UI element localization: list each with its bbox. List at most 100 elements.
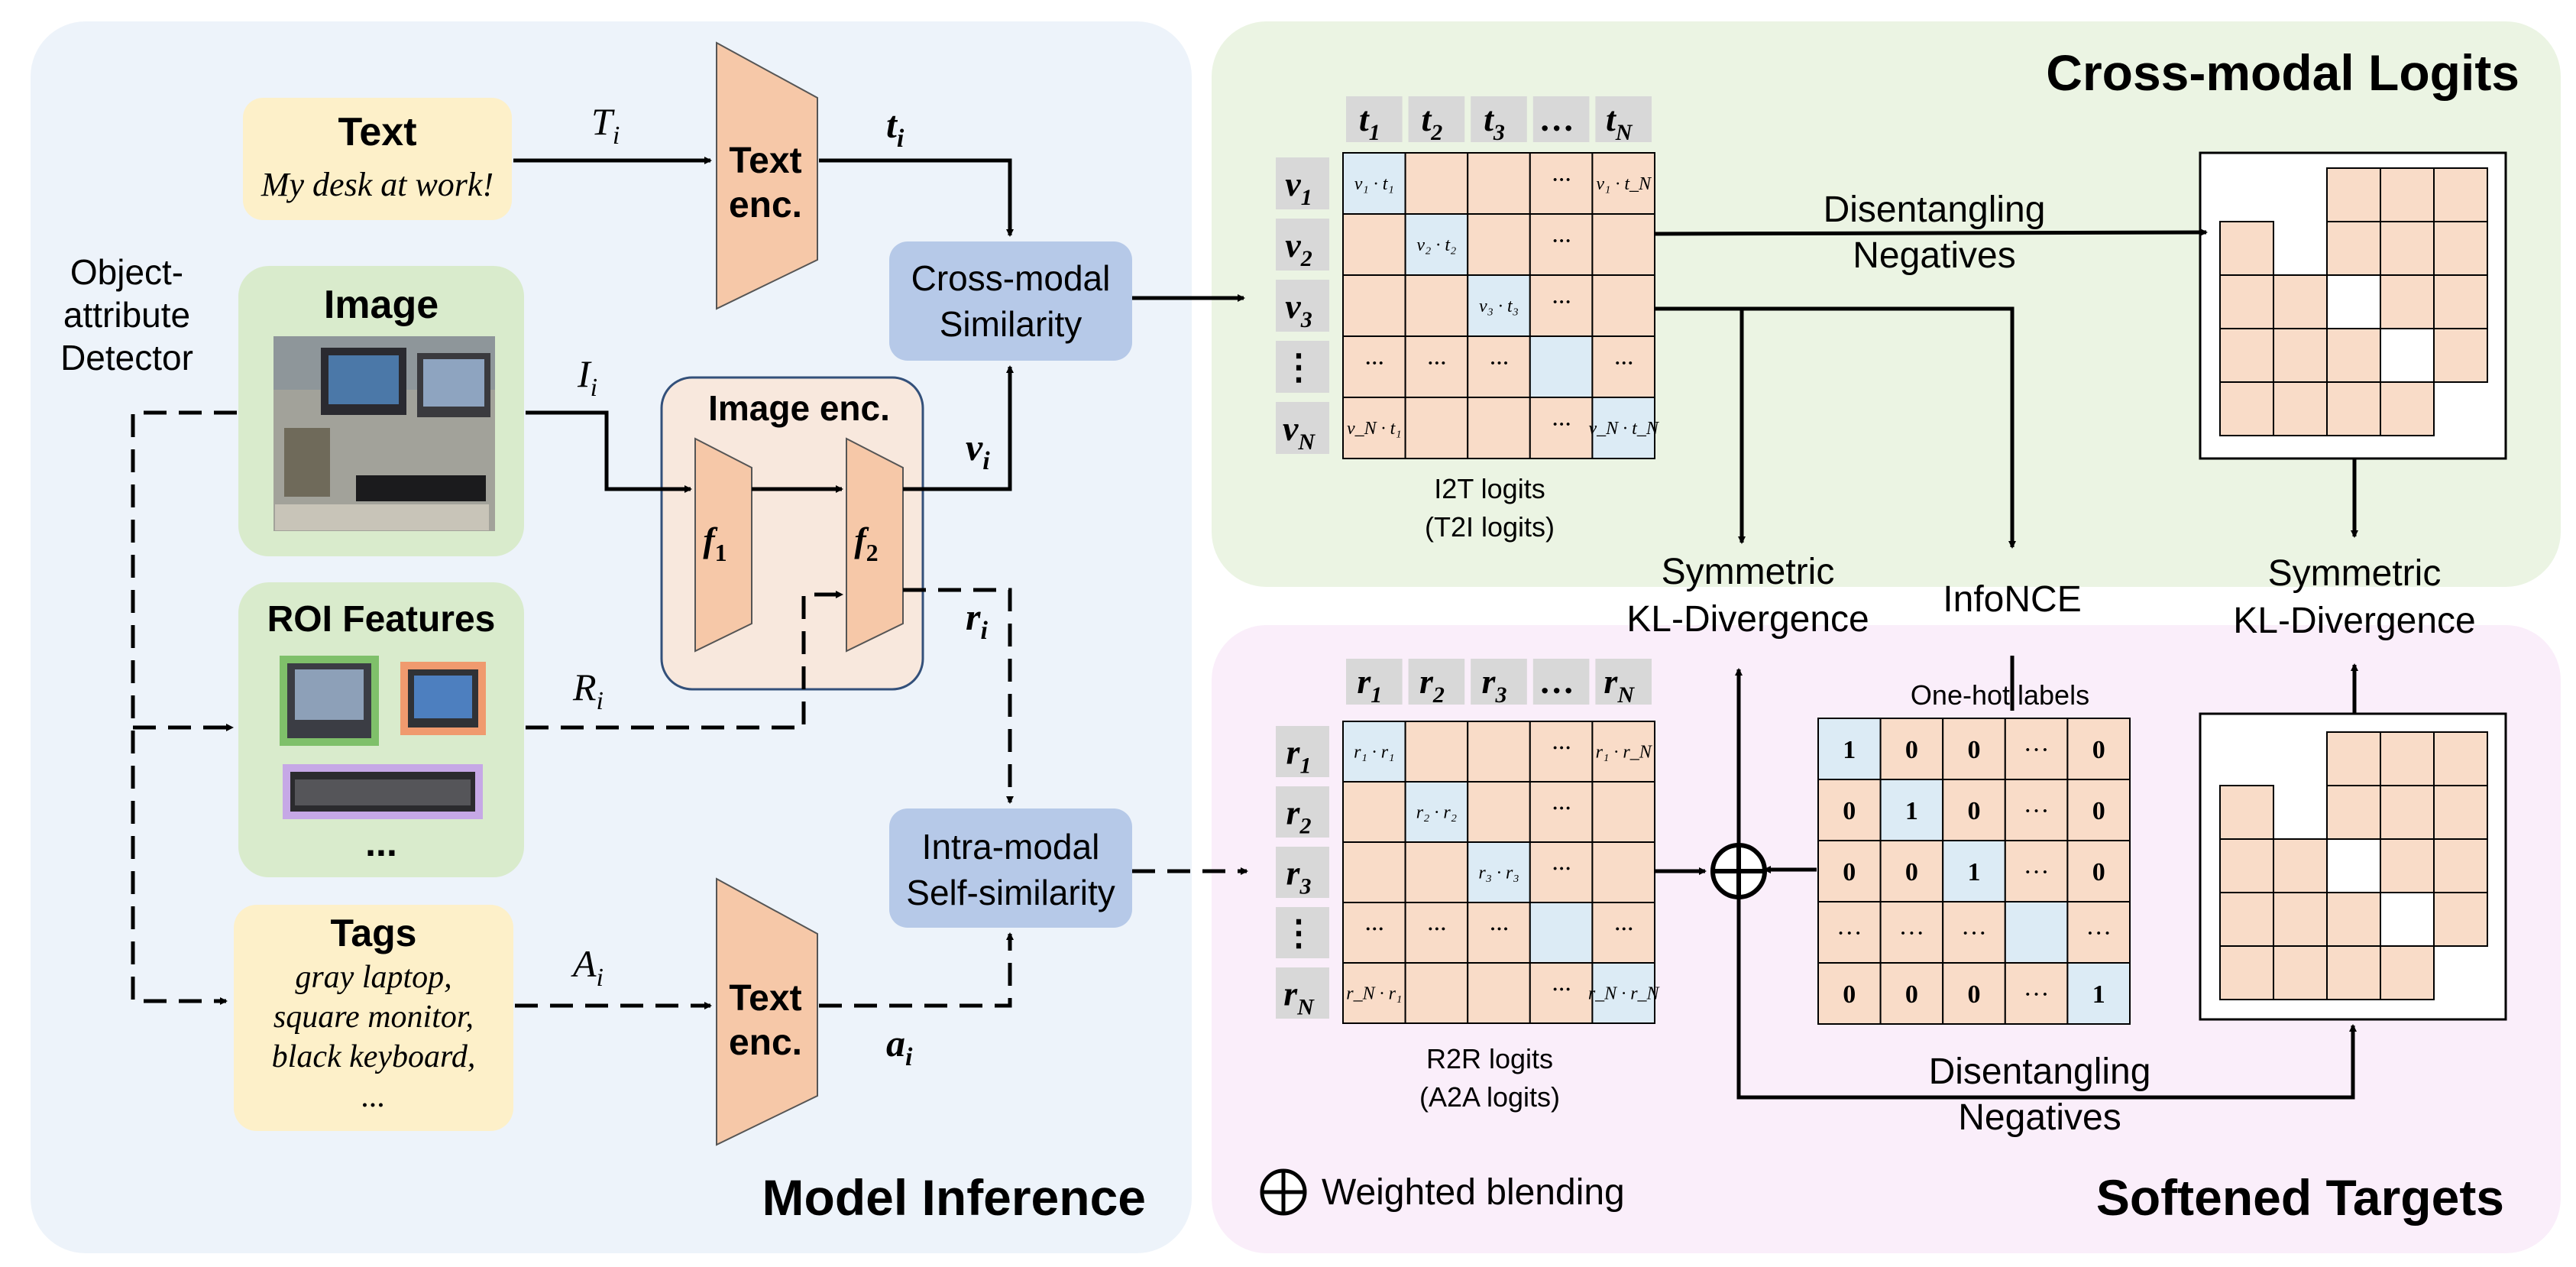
- matrix-cell-value: v_N · t₁: [1347, 419, 1402, 439]
- i2t-caption: I2T logits (T2I logits): [1425, 473, 1555, 543]
- row-header-label: ⋮: [1281, 348, 1316, 387]
- matrix-cell-value: r₁ · r₁: [1354, 743, 1394, 763]
- matrix-cell: [1591, 841, 1655, 903]
- text-line: attribute: [63, 295, 190, 335]
- one-hot-value: ···: [1898, 919, 1924, 948]
- matrix-cell: [2433, 838, 2488, 893]
- matrix-cell: [1404, 962, 1469, 1024]
- one-hot-value: 0: [1968, 736, 1981, 764]
- text-line: Text: [729, 978, 801, 1019]
- column-header-label: r3: [1482, 662, 1507, 708]
- matrix-cell: [2219, 945, 2274, 1000]
- matrix-cell-value: v₃ · t₃: [1479, 296, 1519, 316]
- row-header-label: v3: [1285, 287, 1312, 332]
- matrix-cell: [1467, 781, 1531, 843]
- image-encoder-title: Image enc.: [708, 388, 890, 428]
- text-line: Object-: [70, 252, 183, 292]
- one-hot-value: ···: [2024, 736, 2050, 764]
- text-line: Text: [729, 141, 801, 181]
- matrix-cell: [1342, 962, 1406, 1024]
- one-hot-value: 1: [1843, 736, 1856, 764]
- weighted-blending-legend: Weighted blending: [1260, 1168, 1625, 1216]
- one-hot-value: 1: [1968, 858, 1981, 886]
- text-line: Cross-modal: [911, 258, 1111, 298]
- matrix-cell-value: v₁ · t₁: [1354, 174, 1394, 194]
- text-line: Disentangling: [1929, 1052, 2151, 1092]
- text-input-box: [243, 98, 512, 220]
- text-line: Negatives: [1958, 1097, 2121, 1138]
- text-line: I2T logits: [1434, 473, 1545, 504]
- matrix-cell: [1467, 397, 1531, 459]
- f1-label: f1: [703, 520, 727, 566]
- matrix-cell: [1529, 962, 1594, 1024]
- text-line: gray laptop,: [295, 960, 451, 995]
- matrix-cell-value: v₁ · t_N: [1596, 174, 1652, 194]
- matrix-cell: [1342, 902, 1406, 964]
- matrix-cell: [1342, 335, 1406, 398]
- matrix-cell: [2219, 221, 2274, 276]
- roi-more-ellipsis: ...: [365, 821, 397, 864]
- matrix-cell-value: r₁ · r_N: [1596, 743, 1653, 763]
- matrix-cell: [1591, 335, 1655, 398]
- matrix-cell-value: ···: [1552, 976, 1571, 1004]
- matrix-cell: [2326, 945, 2381, 1000]
- one-hot-value: 0: [1905, 980, 1918, 1009]
- matrix-cell-value: ···: [1552, 410, 1571, 439]
- one-hot-value: ···: [2024, 980, 2050, 1009]
- one-hot-cell: [2066, 840, 2131, 902]
- one-hot-value: ···: [2024, 797, 2050, 825]
- matrix-cell-value: ···: [1552, 855, 1571, 883]
- image-input-title: Image: [324, 283, 439, 327]
- column-header-label: t1: [1359, 99, 1380, 145]
- one-hot-cell: [2004, 779, 2069, 841]
- text-line: KL-Divergence: [2233, 601, 2475, 641]
- text-line: ...: [361, 1079, 386, 1114]
- variable-a: ai: [886, 1022, 913, 1071]
- column-header: [1595, 659, 1652, 705]
- matrix-cell: [2326, 381, 2381, 436]
- matrix-cell: [1342, 841, 1406, 903]
- matrix-cell: [1529, 152, 1594, 215]
- f1-block: [694, 437, 752, 653]
- roi-keyboard-crop: [283, 764, 483, 819]
- row-header-label: r2: [1286, 793, 1312, 839]
- one-hot-cell: [1817, 901, 1882, 964]
- matrix-cell-value: ···: [1489, 915, 1509, 944]
- text-line: KL-Divergence: [1626, 599, 1869, 640]
- text-line: (T2I logits): [1425, 511, 1555, 543]
- one-hot-value: 0: [2092, 858, 2105, 886]
- matrix-cell: [2326, 167, 2381, 222]
- matrix-cell: [1467, 962, 1531, 1024]
- panel-title-cross-modal-logits: Cross-modal Logits: [2046, 44, 2519, 101]
- row-header-label: v1: [1285, 164, 1312, 210]
- text-line: Disentangling: [1824, 190, 2046, 230]
- one-hot-value: 1: [1905, 797, 1918, 825]
- column-header-label: t3: [1484, 99, 1505, 145]
- row-header: [1276, 786, 1329, 838]
- row-header: [1276, 219, 1329, 271]
- matrix-cell: [2380, 838, 2435, 893]
- matrix-cell-value: ···: [1552, 795, 1571, 823]
- cross-modal-similarity-box: [889, 241, 1132, 361]
- text-line: (A2A logits): [1419, 1081, 1560, 1113]
- row-header: [1276, 726, 1329, 777]
- matrix-cell-value: r₂ · r₂: [1416, 803, 1457, 823]
- matrix-cell: [1529, 274, 1594, 337]
- row-header-label: vN: [1283, 409, 1316, 455]
- tags-input-box: [234, 905, 513, 1131]
- matrix-cell: [1529, 397, 1594, 459]
- matrix-cell: [1404, 152, 1469, 215]
- matrix-cell: [2273, 892, 2328, 947]
- one-hot-value: 0: [2092, 736, 2105, 764]
- matrix-cell: [1591, 721, 1655, 783]
- weighted-blend-operator: [1710, 843, 1767, 899]
- one-hot-cell: [1879, 962, 1944, 1025]
- one-hot-cell: [2004, 962, 2069, 1025]
- matrix-cell: [2433, 892, 2488, 947]
- matrix-cell: [2380, 221, 2435, 276]
- column-header: [1408, 659, 1465, 705]
- text-line: square monitor,: [273, 1000, 474, 1035]
- text-input-title: Text: [338, 110, 416, 154]
